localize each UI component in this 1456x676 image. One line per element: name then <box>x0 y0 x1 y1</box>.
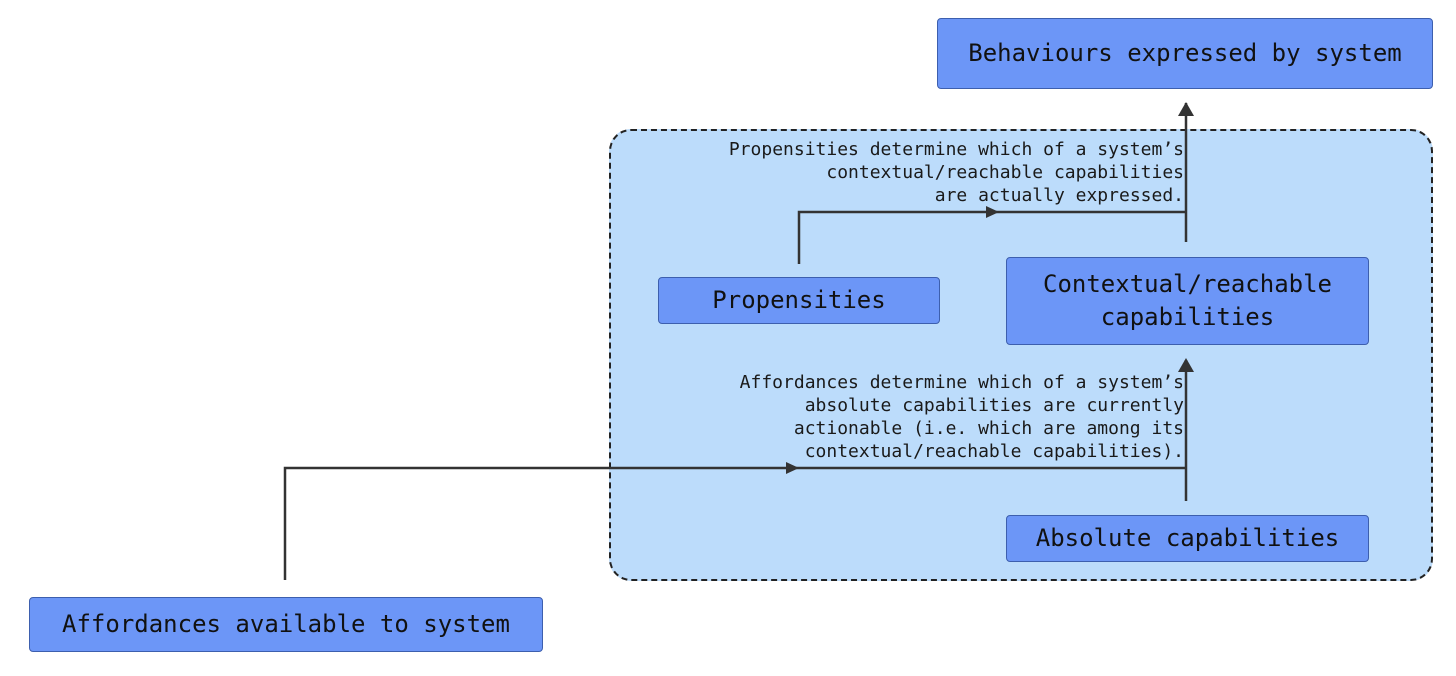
affordances-node: Affordances available to system <box>29 597 543 652</box>
arrowhead-affordances-mid <box>786 462 799 474</box>
propensities-node: Propensities <box>658 277 940 324</box>
behaviours-label: Behaviours expressed by system <box>968 39 1402 67</box>
affordances-annotation: Affordances determine which of a system’… <box>739 372 1184 462</box>
edge-affordances <box>283 466 1186 580</box>
arrowhead-behaviours <box>1178 102 1194 116</box>
arrowhead-contextual <box>1178 358 1194 372</box>
absolute-capabilities-label: Absolute capabilities <box>1035 524 1340 552</box>
contextual-capabilities-label: Contextual/reachable capabilities <box>1043 270 1332 331</box>
affordances-label: Affordances available to system <box>62 610 510 638</box>
absolute-capabilities-node: Absolute capabilities <box>1006 515 1369 562</box>
behaviours-node: Behaviours expressed by system <box>937 18 1433 89</box>
contextual-capabilities-node: Contextual/reachable capabilities <box>1006 257 1369 345</box>
propensities-label: Propensities <box>712 286 886 314</box>
edge-propensities <box>797 210 1186 264</box>
system-group-box <box>609 129 1433 581</box>
arrowhead-propensities-mid <box>986 206 999 218</box>
propensities-annotation: Propensities determine which of a system… <box>728 139 1184 206</box>
